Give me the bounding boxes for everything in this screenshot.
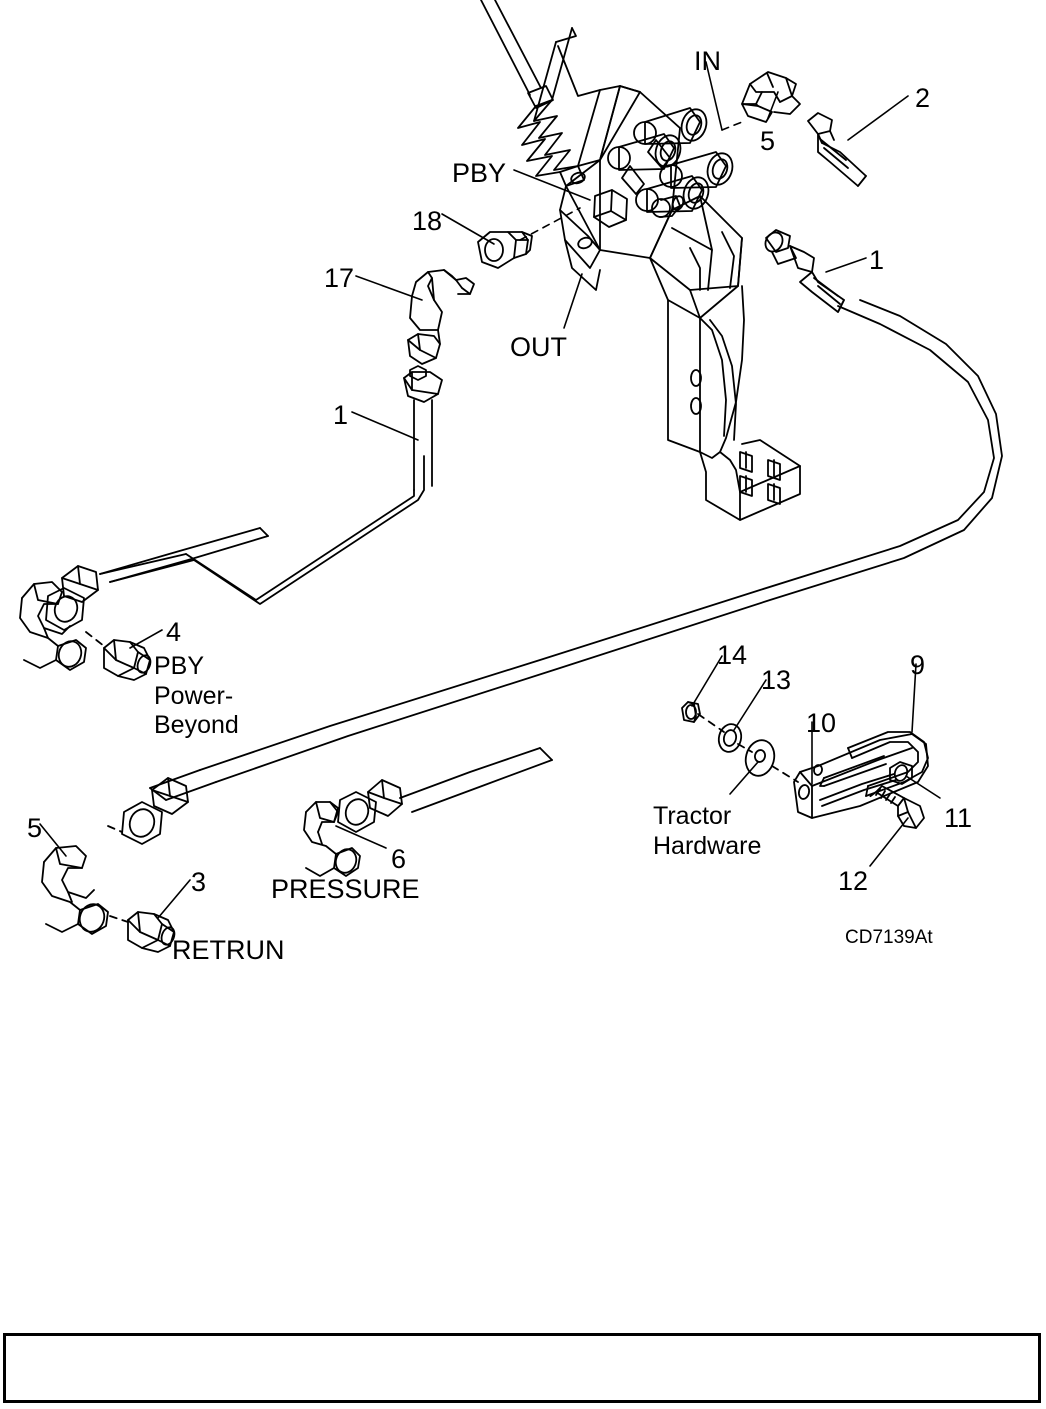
callout-11: 11	[944, 803, 973, 833]
part-12-bolt	[867, 785, 925, 829]
drawing-code: CD7139At	[845, 927, 933, 948]
port-label-retrun: RETRUN	[172, 935, 285, 965]
part-2-hose-fitting	[807, 112, 867, 187]
hose-pby-upper-left	[19, 527, 269, 671]
hardware-assembly-centerline	[697, 713, 799, 783]
valve-mounting-bracket	[649, 237, 801, 521]
part-3-connector	[109, 911, 176, 953]
flat-washer	[744, 739, 776, 777]
port-label-pby: PBY	[452, 158, 507, 188]
part-5-elbow-top	[741, 71, 801, 123]
callout-1-right: 1	[869, 245, 885, 275]
valve-spool-bank-upper	[607, 107, 708, 195]
callout-4: 4	[166, 617, 182, 647]
part-17-elbow-left	[407, 269, 475, 365]
footer-box	[3, 1333, 1041, 1403]
hose-pressure	[303, 747, 553, 877]
part-18-hex-plug	[477, 231, 533, 269]
part-13-lock-washer	[717, 723, 743, 753]
callout-5-left: 5	[27, 813, 43, 843]
callout-2: 2	[915, 83, 931, 113]
callout-17: 17	[324, 263, 355, 293]
control-lever-rod	[480, 0, 554, 109]
pby-port-hex	[593, 189, 628, 228]
part-1-tube-left	[99, 365, 443, 605]
valve-lower-manifold	[649, 195, 743, 291]
callout-18: 18	[412, 206, 443, 236]
part-1-hose-fitting-right	[764, 229, 845, 313]
callout-5-top: 5	[760, 126, 776, 156]
part-4-connector	[85, 631, 152, 681]
part-14-nut	[681, 701, 701, 723]
callout-9: 9	[910, 650, 926, 680]
callout-3: 3	[191, 867, 207, 897]
part-10-mounting-plate	[793, 733, 929, 819]
callout-13: 13	[761, 665, 792, 695]
port-label-pressure: PRESSURE	[271, 874, 420, 904]
part-11-nut	[889, 761, 913, 785]
note-pby-power-beyond: PBY Power- Beyond	[154, 652, 239, 739]
callout-6: 6	[391, 844, 407, 874]
note-tractor-hardware: Tractor Hardware	[653, 802, 762, 860]
hose-right-loop	[199, 299, 1003, 783]
leader-lines	[39, 61, 941, 919]
callout-12: 12	[838, 866, 869, 896]
port-label-in: IN	[694, 46, 721, 76]
callout-10: 10	[806, 708, 837, 738]
port-label-out: OUT	[510, 332, 567, 362]
callout-14: 14	[717, 640, 748, 670]
callout-1-left: 1	[333, 400, 349, 430]
hose-return-lower-left	[41, 769, 217, 935]
lever-boot-bellows	[517, 27, 641, 187]
